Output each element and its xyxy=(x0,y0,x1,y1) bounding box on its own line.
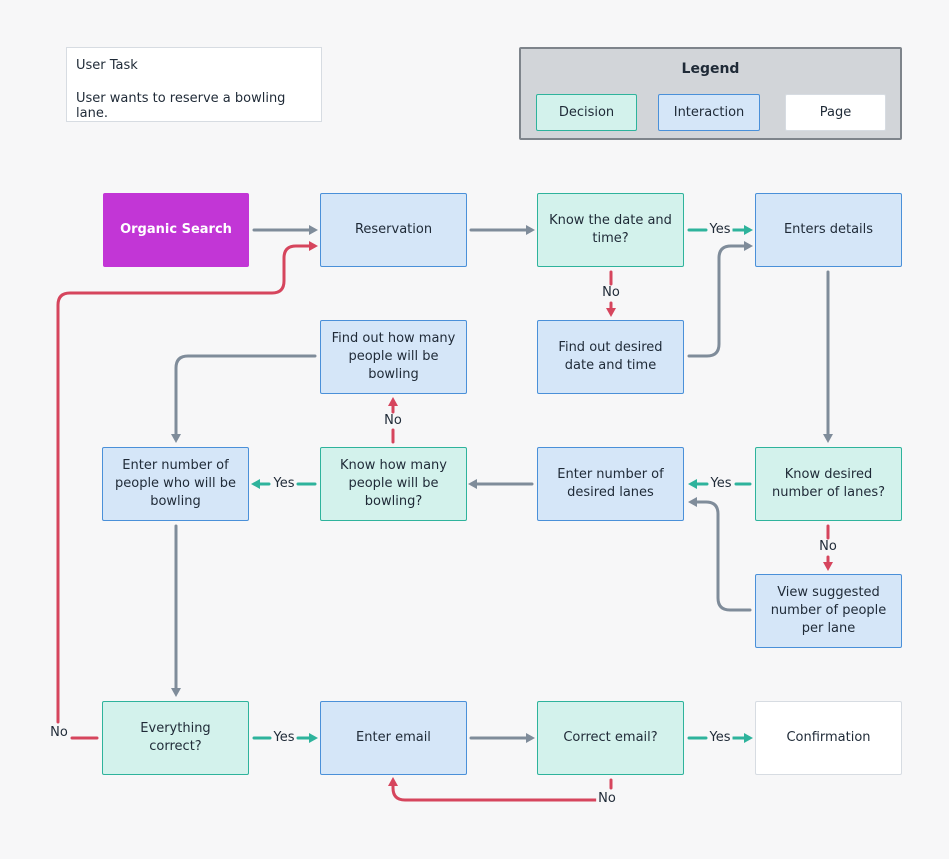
edge-label-no-email: No xyxy=(596,791,618,806)
edge-label-yes-everything: Yes xyxy=(271,730,297,745)
node-find-date-time: Find out desired date and time xyxy=(537,320,684,394)
user-task-description: User wants to reserve a bowling lane. xyxy=(76,91,286,121)
legend: Legend Decision Interaction Page xyxy=(519,47,902,140)
edge-find-date-to-details xyxy=(687,244,746,358)
edge-label-yes-people: Yes xyxy=(271,476,297,491)
node-enter-people: Enter number of people who will be bowli… xyxy=(102,447,249,521)
user-task-title: User Task xyxy=(76,58,138,73)
node-view-suggested: View suggested number of people per lane xyxy=(755,574,902,648)
legend-item-decision: Decision xyxy=(536,94,637,131)
edge-label-no-date: No xyxy=(600,285,622,300)
node-reservation: Reservation xyxy=(320,193,467,267)
legend-item-interaction: Interaction xyxy=(658,94,760,131)
node-know-people: Know how many people will be bowling? xyxy=(320,447,467,521)
edge-label-no-lanes: No xyxy=(817,539,839,554)
edge-find-people-to-enter-people xyxy=(174,354,317,436)
edge-label-yes-date: Yes xyxy=(707,222,733,237)
edge-no-everything xyxy=(56,244,311,740)
node-find-people: Find out how many people will be bowling xyxy=(320,320,467,394)
node-everything-correct: Everything correct? xyxy=(102,701,249,775)
node-enter-email: Enter email xyxy=(320,701,467,775)
edge-label-yes-lanes: Yes xyxy=(708,476,734,491)
node-correct-email: Correct email? xyxy=(537,701,684,775)
node-enter-lanes: Enter number of desired lanes xyxy=(537,447,684,521)
user-task-card: User Task User wants to reserve a bowlin… xyxy=(66,47,322,122)
edge-view-suggested-to-enter-lanes xyxy=(695,500,752,612)
node-confirmation: Confirmation xyxy=(755,701,902,775)
node-enters-details: Enters details xyxy=(755,193,902,267)
edge-label-no-people: No xyxy=(382,413,404,428)
node-know-lanes: Know desired number of lanes? xyxy=(755,447,902,521)
node-organic-search: Organic Search xyxy=(103,193,249,267)
legend-title: Legend xyxy=(681,61,740,77)
node-know-date-time: Know the date and time? xyxy=(537,193,684,267)
legend-item-page: Page xyxy=(785,94,886,131)
edge-label-no-everything: No xyxy=(48,725,70,740)
edge-no-correct-email xyxy=(391,778,613,802)
edge-label-yes-email: Yes xyxy=(707,730,733,745)
